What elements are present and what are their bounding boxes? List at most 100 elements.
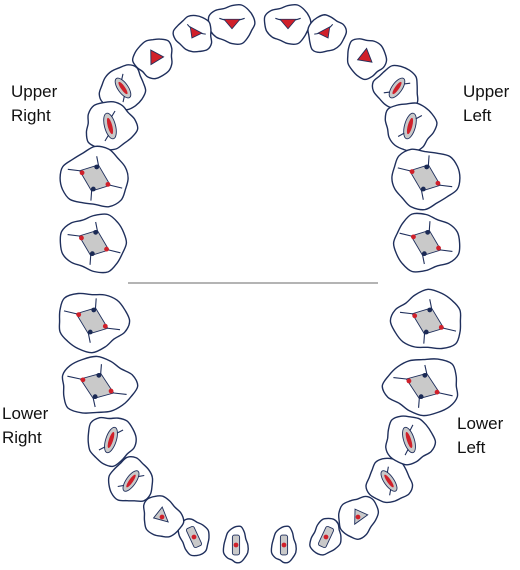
contact-marker <box>363 55 369 61</box>
marginal-ridges <box>386 466 392 496</box>
upper-right-label-line1: Upper <box>11 82 58 101</box>
contact-marker <box>118 81 128 95</box>
cusp-tip <box>354 508 369 526</box>
upper-right-label-line2: Right <box>11 106 51 125</box>
lower-left-label: Lower Left <box>457 412 503 460</box>
cusp-grooves <box>399 221 453 265</box>
contact-marker <box>105 181 111 187</box>
upper-left-first-premolar-tooth <box>371 64 419 110</box>
contact-marker <box>323 534 329 540</box>
contact-marker <box>89 251 95 257</box>
lower-left-second-molar-tooth <box>389 288 462 350</box>
contact-marker <box>87 329 93 335</box>
cusp-grooves <box>393 364 453 408</box>
contact-marker <box>233 542 239 548</box>
contact-marker <box>411 234 416 240</box>
contact-marker <box>409 169 415 175</box>
marginal-ridges <box>117 474 145 488</box>
cusp-grooves <box>67 364 127 408</box>
contact-marker <box>420 186 426 192</box>
contact-marker <box>79 235 84 241</box>
contact-marker <box>80 377 86 383</box>
contact-marker <box>355 514 361 520</box>
contact-marker <box>108 388 114 394</box>
lower-right-canine-tooth <box>142 495 185 538</box>
upper-left-label: Upper Left <box>463 80 509 128</box>
contact-marker <box>159 514 165 520</box>
cusp-grooves <box>67 221 121 265</box>
marginal-ridges <box>404 424 414 456</box>
contact-marker <box>392 81 402 95</box>
lower-left-label-line1: Lower <box>457 414 504 433</box>
contact-marker <box>427 307 433 313</box>
cusp-grooves <box>67 156 123 201</box>
contact-marker <box>94 164 100 170</box>
contact-marker <box>93 229 99 235</box>
upper-left-label-line1: Upper <box>463 82 510 101</box>
cusp-tip <box>152 506 169 523</box>
contact-marker <box>425 229 431 235</box>
contact-marker <box>76 312 82 318</box>
contact-marker <box>384 474 394 488</box>
upper-right-first-molar-tooth <box>59 145 129 208</box>
contact-marker <box>191 534 197 540</box>
contact-marker <box>90 186 96 192</box>
upper-right-label: Upper Right <box>11 80 57 128</box>
contact-marker <box>423 329 429 335</box>
lower-left-first-molar-tooth <box>381 358 459 417</box>
lower-left-first-premolar-tooth <box>365 457 414 504</box>
contact-marker <box>104 246 109 252</box>
lower-left-second-premolar-tooth <box>385 415 437 466</box>
contact-marker <box>102 323 108 329</box>
lower-right-second-molar-tooth <box>58 292 131 354</box>
contact-marker <box>106 117 114 135</box>
upper-right-second-premolar-tooth <box>85 100 139 151</box>
contact-marker <box>438 324 444 330</box>
contact-marker <box>189 26 203 39</box>
contact-marker <box>406 378 412 384</box>
upper-left-first-molar-tooth <box>391 148 461 211</box>
marginal-ridges <box>104 110 116 142</box>
upper-right-central-incisor-tooth <box>207 3 256 45</box>
upper-right-second-molar-tooth <box>59 213 128 274</box>
contact-marker <box>223 18 241 30</box>
lower-right-first-premolar-tooth <box>107 456 154 503</box>
contact-marker <box>424 164 430 170</box>
contact-marker <box>405 431 413 449</box>
lower-left-label-line2: Left <box>457 438 486 457</box>
contact-marker <box>92 394 98 400</box>
cusp-tip <box>356 47 373 63</box>
lower-right-label: Lower Right <box>2 402 48 450</box>
teeth-group <box>58 3 462 564</box>
cusp-grooves <box>399 299 457 344</box>
occlusal-table <box>75 307 109 335</box>
contact-marker <box>435 180 441 186</box>
upper-right-first-premolar-tooth <box>98 64 147 111</box>
contact-marker <box>279 18 297 30</box>
marginal-ridges <box>98 429 124 451</box>
lower-left-central-incisor-tooth <box>270 525 297 564</box>
occlusal-table <box>411 307 445 335</box>
cusp-grooves <box>63 298 121 343</box>
contact-marker <box>151 55 157 61</box>
cusp-tip <box>150 49 165 66</box>
contact-marker <box>107 431 115 449</box>
lower-right-central-incisor-tooth <box>222 525 249 564</box>
contact-marker <box>434 389 440 395</box>
contact-marker <box>281 542 287 548</box>
contact-marker <box>406 117 414 135</box>
contact-marker <box>317 26 331 39</box>
contact-marker <box>91 307 97 313</box>
upper-left-label-line2: Left <box>463 106 492 125</box>
contact-marker <box>412 313 418 319</box>
contact-marker <box>79 170 85 176</box>
marginal-ridges <box>397 115 423 137</box>
lower-left-canine-tooth <box>337 495 380 540</box>
lower-right-second-premolar-tooth <box>87 416 137 468</box>
cusp-grooves <box>397 155 453 200</box>
upper-left-second-molar-tooth <box>392 212 461 273</box>
lower-right-lateral-incisor-tooth <box>177 518 210 557</box>
lower-left-lateral-incisor-tooth <box>309 517 342 556</box>
upper-left-lateral-incisor-tooth <box>307 14 348 54</box>
